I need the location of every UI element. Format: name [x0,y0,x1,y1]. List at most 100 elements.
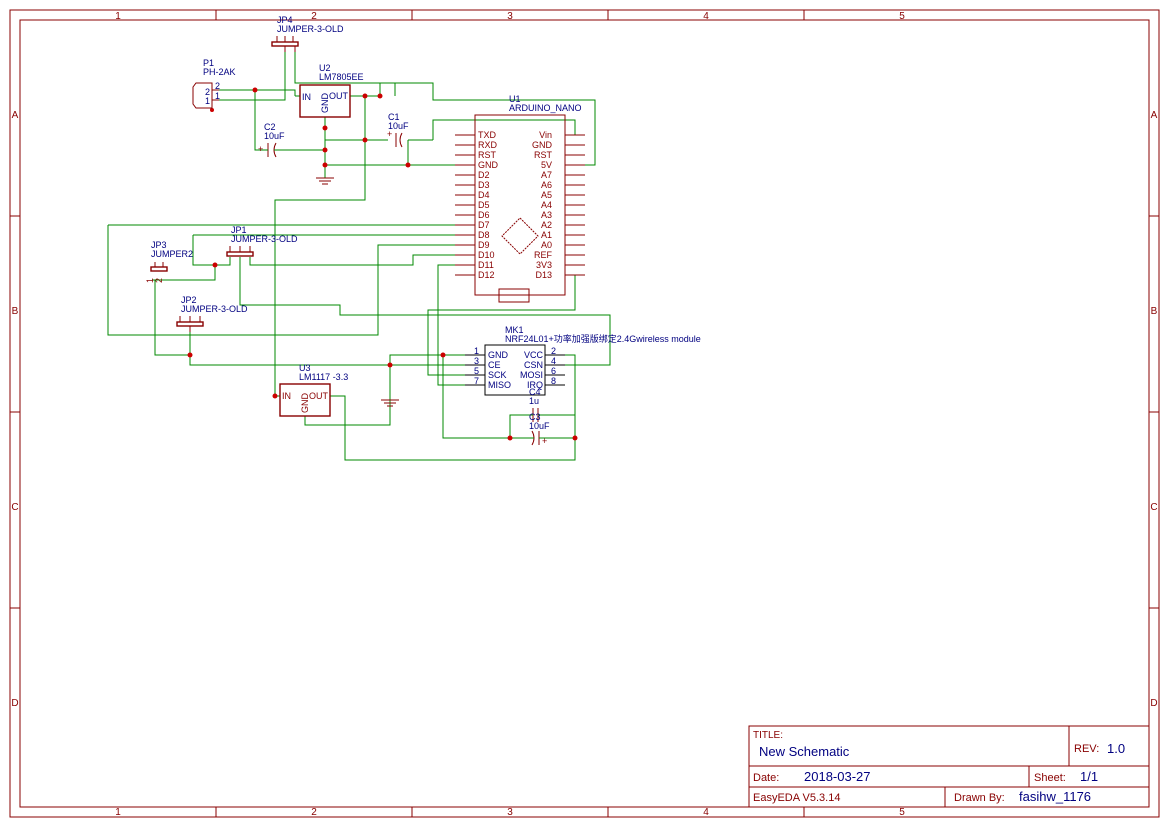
u2-ref: U2 [319,63,331,73]
zone-row-left-b: B [12,306,19,317]
jp3-ref: JP3 [151,240,167,250]
jp1-value: JUMPER-3-OLD [231,234,298,244]
u1-pin-d10-left: D10 [478,250,495,260]
u1-pin-a1-right: A1 [541,230,552,240]
c2-value: 10uF [264,131,285,141]
u1-pin-d3-left: D3 [478,180,490,190]
zone-labels: 1 2 3 4 5 1 2 3 4 5 A B C D A B C D [11,11,1157,818]
u1-pin-d6-left: D6 [478,210,490,220]
u1-pin-5v-right: 5V [541,160,552,170]
c3-polarity: + [542,436,547,446]
u1-pin-3v3-right: 3V3 [536,260,552,270]
regulator-u2[interactable]: U2 LM7805EE IN OUT GND [299,63,364,118]
jp4-value: JUMPER-3-OLD [277,24,344,34]
c1-polarity: + [387,129,392,139]
u1-pin-rxd-left: RXD [478,140,498,150]
jp2-value: JUMPER-3-OLD [181,304,248,314]
zone-col-bottom-2: 2 [311,807,317,818]
zone-col-bottom-1: 1 [115,807,121,818]
mk1-pin-mosi: MOSI [520,370,543,380]
u1-pin-d4-left: D4 [478,190,490,200]
mk1-pin-num-1: 1 [474,346,479,356]
u1-pin-rst-right: RST [534,150,553,160]
u1-pin-a4-right: A4 [541,200,552,210]
junctions [187,87,578,441]
date-label: Date: [753,772,779,784]
mk1-pin-num-5: 5 [474,366,479,376]
u1-pin-d7-left: D7 [478,220,490,230]
ground-symbol-mk1 [381,399,399,407]
u3-value: LM1117 -3.3 [299,372,348,382]
rev-label: REV: [1074,743,1099,755]
u2-value: LM7805EE [319,72,364,82]
zone-row-right-a: A [1151,110,1158,121]
zone-col-bottom-5: 5 [899,807,905,818]
mk1-pin-num-2: 2 [551,346,556,356]
mk1-pin-sck: SCK [488,370,507,380]
u1-pin-gnd-right: GND [532,140,553,150]
u2-pin-gnd: GND [320,93,330,114]
jumper-jp1[interactable]: JP1 JUMPER-3-OLD [226,225,298,257]
mk1-pin-ce: CE [488,360,501,370]
u2-pin-out: OUT [329,91,349,101]
drawn-by-label: Drawn By: [954,792,1005,804]
mk1-pin-num-4: 4 [551,356,556,366]
mk1-pin-vcc: VCC [524,350,544,360]
capacitor-c4[interactable]: C4 1u [525,387,545,422]
jp3-pin-1: 1 [145,278,155,283]
jp4-ref: JP4 [277,15,293,25]
zone-row-right-b: B [1151,306,1158,317]
u3-pin-gnd: GND [300,393,310,414]
u1-pin-rst-left: RST [478,150,497,160]
mk1-pin-num-8: 8 [551,376,556,386]
u1-pin-a2-right: A2 [541,220,552,230]
zone-col-bottom-3: 3 [507,807,513,818]
c2-polarity: + [258,144,263,154]
date-value: 2018-03-27 [804,769,871,784]
arduino-nano-u1[interactable]: U1 ARDUINO_NANO TXDRXDRSTGNDD2D3D4D5D6D7… [455,94,585,303]
radio-module-mk1[interactable]: MK1 NRF24L01+功率加强版绑定2.4Gwireless module … [465,325,701,396]
jp3-value: JUMPER2 [151,249,193,259]
zone-row-left-d: D [11,698,18,709]
p1-pin-1-outer: 1 [215,91,220,101]
mk1-ref: MK1 [505,325,524,335]
zone-row-right-d: D [1150,698,1157,709]
u1-pin-d9-left: D9 [478,240,490,250]
jp2-ref: JP2 [181,295,197,305]
u3-ref: U3 [299,363,311,373]
sheet-frame [9,9,1160,818]
p1-pin-2-outer: 2 [215,81,220,91]
u1-value: ARDUINO_NANO [509,103,582,113]
capacitor-c3[interactable]: + C3 10uF [529,412,550,446]
jp3-pin-2: 2 [154,278,164,283]
zone-row-left-a: A [12,110,19,121]
u1-pin-d2-left: D2 [478,170,490,180]
jumper-jp2[interactable]: JP2 JUMPER-3-OLD [176,295,248,332]
connector-p1[interactable]: P1 PH-2AK 2 1 2 1 [192,58,236,109]
jumper-jp4[interactable]: JP4 JUMPER-3-OLD [271,15,344,52]
jumper-jp3[interactable]: JP3 JUMPER2 1 2 [145,240,193,283]
capacitor-c2[interactable]: + C2 10uF [258,122,285,158]
regulator-u3[interactable]: U3 LM1117 -3.3 IN OUT GND [279,363,348,417]
jp1-ref: JP1 [231,225,247,235]
u1-pin-a5-right: A5 [541,190,552,200]
zone-col-top-3: 3 [507,11,513,22]
mk1-pin-irq: IRQ [527,380,543,390]
c3-value: 10uF [529,421,550,431]
zone-row-right-c: C [1150,502,1157,513]
capacitor-c1[interactable]: + C1 10uF [387,112,409,148]
u3-pin-in: IN [282,391,291,401]
u1-pin-a0-right: A0 [541,240,552,250]
p1-value: PH-2AK [203,67,236,77]
u1-pin-d5-left: D5 [478,200,490,210]
c4-ref: C4 [529,387,541,397]
u1-pin-vin-right: Vin [539,130,552,140]
u1-pin-d13-right: D13 [535,270,552,280]
mk1-pin-num-3: 3 [474,356,479,366]
p1-pin-1: 1 [205,96,210,106]
u3-pin-out: OUT [309,391,329,401]
c1-ref: C1 [388,112,400,122]
title-block: TITLE: New Schematic REV: 1.0 Date: 2018… [748,725,1150,808]
